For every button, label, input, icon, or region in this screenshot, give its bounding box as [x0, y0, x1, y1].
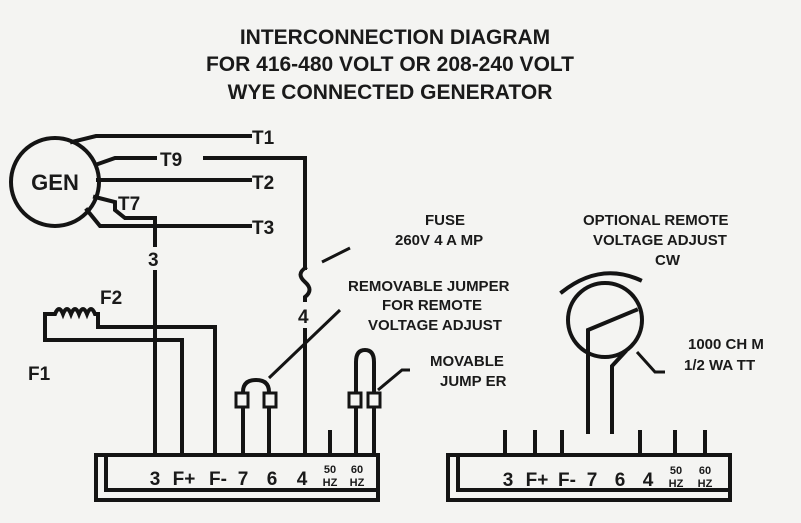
fuse-leader [321, 246, 351, 264]
left-terminal-50-unit: HZ [323, 477, 338, 489]
left-terminal-60-num: 60 [351, 464, 363, 476]
wire-3-label: 3 [148, 250, 159, 271]
right-terminal-fplus: F+ [526, 470, 549, 491]
lead-t7-wire [92, 194, 157, 247]
potentiometer-wiper [586, 307, 639, 352]
lead-t2-label: T2 [252, 173, 274, 194]
field-f1-wire [43, 338, 184, 457]
right-terminal-60-num: 60 [699, 465, 711, 477]
jumper-clip-right [262, 391, 278, 409]
generator: GEN [9, 136, 101, 228]
movable-jumper-loop [354, 347, 376, 457]
lead-t9-label: T9 [160, 150, 182, 171]
right-terminal-4: 4 [643, 470, 654, 491]
right-terminal-60-unit: HZ [698, 478, 713, 490]
left-terminal-7: 7 [238, 469, 249, 490]
title-line-3: WYE CONNECTED GENERATOR [228, 81, 553, 104]
resistor-label-2: 1/2 WA TT [684, 357, 755, 374]
terminal-board-right-outline [446, 453, 732, 502]
movable-jumper-label-1: MOVABLE [430, 353, 504, 370]
title-line-2: FOR 416-480 VOLT OR 208-240 VOLT [206, 53, 574, 76]
removable-jumper-label-2: FOR REMOTE [382, 297, 482, 314]
left-terminal-fminus: F- [209, 469, 227, 490]
removable-jumper-leader [267, 308, 342, 380]
lead-t1-wire [69, 134, 252, 145]
field-coil [43, 307, 100, 342]
field-f1-label: F1 [28, 364, 51, 385]
remote-adjust-label-1: OPTIONAL REMOTE [583, 212, 729, 229]
movable-clip-right [366, 391, 382, 409]
wire-4-label: 4 [298, 307, 309, 328]
remote-adjust-label-2: VOLTAGE ADJUST [593, 232, 727, 249]
potentiometer-lead-right [610, 349, 628, 434]
right-terminal-7: 7 [587, 470, 598, 491]
removable-jumper-label-1: REMOVABLE JUMPER [348, 278, 510, 295]
left-terminal-4: 4 [297, 469, 308, 490]
lead-t7-label: T7 [118, 194, 140, 215]
jumper-clip-left [234, 391, 250, 409]
movable-jumper [347, 347, 382, 457]
potentiometer-cw-arc [559, 271, 643, 295]
removable-jumper-loop [241, 377, 271, 457]
right-terminal-6: 6 [615, 470, 626, 491]
left-terminal-3: 3 [150, 469, 161, 490]
movable-jumper-leader [377, 368, 410, 392]
lead-t1-label: T1 [252, 128, 275, 149]
fuse-symbol [298, 265, 312, 302]
left-terminal-50-num: 50 [324, 464, 336, 476]
removable-jumper-label-3: VOLTAGE ADJUST [368, 317, 502, 334]
right-stubs [503, 430, 707, 457]
movable-jumper-label-2: JUMP ER [440, 373, 507, 390]
left-terminal-6: 6 [267, 469, 278, 490]
right-terminal-3: 3 [503, 470, 514, 491]
fuse-label-line-2: 260V 4 A MP [395, 232, 483, 249]
title-line-1: INTERCONNECTION DIAGRAM [240, 26, 550, 49]
generator-label: GEN [31, 170, 79, 195]
terminal-board-right: 3 F+ F- 7 6 4 50 HZ 60 HZ [446, 430, 732, 502]
fuse-label-line-1: FUSE [425, 212, 465, 229]
terminal-board-left: 3 F+ F- 7 6 4 50 HZ 60 HZ [94, 430, 380, 502]
resistor-leader [635, 350, 665, 374]
remote-adjust-label-3: CW [655, 252, 681, 269]
field-f2-wire [96, 312, 217, 457]
potentiometer [559, 271, 644, 434]
removable-jumper [234, 377, 278, 457]
generator-leads [69, 134, 307, 270]
right-terminal-50-unit: HZ [669, 478, 684, 490]
field-f2-label: F2 [100, 288, 122, 309]
right-terminal-50-num: 50 [670, 465, 682, 477]
lead-t3-wire [84, 207, 252, 228]
resistor-label-1: 1000 CH M [688, 336, 764, 353]
right-terminal-fminus: F- [558, 470, 576, 491]
lead-t9-wire [95, 156, 307, 270]
potentiometer-circle [566, 281, 644, 359]
left-terminal-60-unit: HZ [350, 477, 365, 489]
lead-t3-label: T3 [252, 218, 274, 239]
movable-clip-left [347, 391, 363, 409]
left-terminal-fplus: F+ [173, 469, 196, 490]
terminal-board-left-outline [94, 453, 380, 502]
